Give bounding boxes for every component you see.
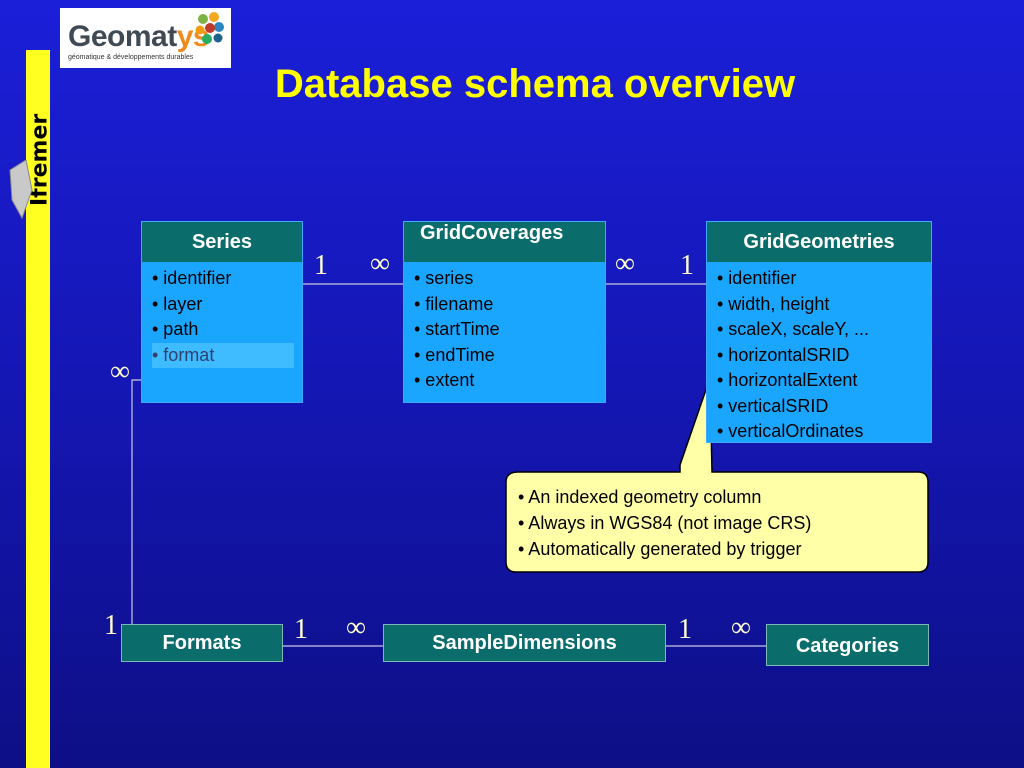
field-gc-extent: • extent [414, 370, 475, 390]
table-body-series: • identifier • layer • path • format [142, 262, 302, 402]
table-gridcoverages: GridCoverages • series • filename • star… [403, 221, 606, 403]
field-gg-horizontalsrid: • horizontalSRID [717, 344, 850, 365]
field-gg-scale: • scaleX, scaleY, ... [717, 319, 870, 339]
cardinality-sd-cat-right: ∞ [731, 612, 751, 643]
table-gridgeometries: GridGeometries • identifier • width, hei… [706, 221, 932, 443]
cardinality-sd-cat-left: 1 [678, 614, 692, 645]
field-gc-series: • series [414, 268, 474, 288]
cardinality-formats-sd-left: 1 [294, 614, 308, 645]
table-series: Series • identifier • layer • path • for… [141, 221, 303, 403]
table-body-gridgeometries: • identifier • width, height • scaleX, s… [707, 262, 931, 442]
field-gg-horizontalextent: • horizontalExtent [717, 370, 858, 390]
field-series-path: • path [152, 319, 199, 339]
cardinality-series-gc-left: 1 [314, 250, 328, 281]
logo-wordmark: Geomatys [68, 20, 210, 53]
field-series-layer: • layer [152, 293, 203, 314]
table-categories: Categories [766, 624, 929, 666]
line-series-formats [122, 379, 142, 631]
callout-line: • Always in WGS84 (not image CRS) [518, 513, 812, 533]
field-gg-verticalordinates: • verticalOrdinates [717, 421, 864, 441]
field-gg-identifier: • identifier [717, 268, 797, 288]
logo-tagline: géomatique & développements durables [68, 54, 194, 61]
logo-dots-icon [195, 12, 224, 44]
brand-strip [26, 50, 50, 768]
callout-note: • An indexed geometry column • Always in… [518, 484, 918, 562]
field-gg-width-height: • width, height [717, 293, 830, 314]
callout-bubble [505, 377, 929, 573]
cardinality-series-formats-top: ∞ [110, 356, 130, 387]
geomatys-logo: Geomatys géomatique & développements dur… [60, 8, 231, 68]
field-gg-verticalsrid: • verticalSRID [717, 395, 829, 416]
table-body-gridcoverages: • series • filename • startTime • endTim… [404, 262, 605, 402]
callout-line: • Automatically generated by trigger [518, 539, 802, 559]
table-header-gridcoverages: GridCoverages [404, 222, 605, 262]
page-title: Database schema overview [274, 62, 796, 106]
cardinality-gc-gg-right: 1 [680, 250, 694, 281]
field-series-format: • format [152, 342, 294, 368]
cardinality-series-gc-right: ∞ [370, 248, 390, 279]
table-sampledimensions: SampleDimensions [383, 624, 666, 662]
cardinality-gc-gg-left: ∞ [615, 248, 635, 279]
table-header-series: Series [142, 222, 302, 262]
field-gc-filename: • filename [414, 293, 494, 314]
field-gc-starttime: • startTime [414, 319, 500, 339]
cardinality-formats-sd-right: ∞ [346, 612, 366, 643]
table-header-gridgeometries: GridGeometries [707, 222, 931, 262]
callout-line: • An indexed geometry column [518, 487, 762, 507]
field-gc-endtime: • endTime [414, 344, 495, 365]
cardinality-series-formats-bottom: 1 [104, 610, 118, 641]
ifremer-bird-icon [9, 160, 33, 220]
table-formats: Formats [121, 624, 283, 662]
field-series-identifier: • identifier [152, 268, 232, 288]
